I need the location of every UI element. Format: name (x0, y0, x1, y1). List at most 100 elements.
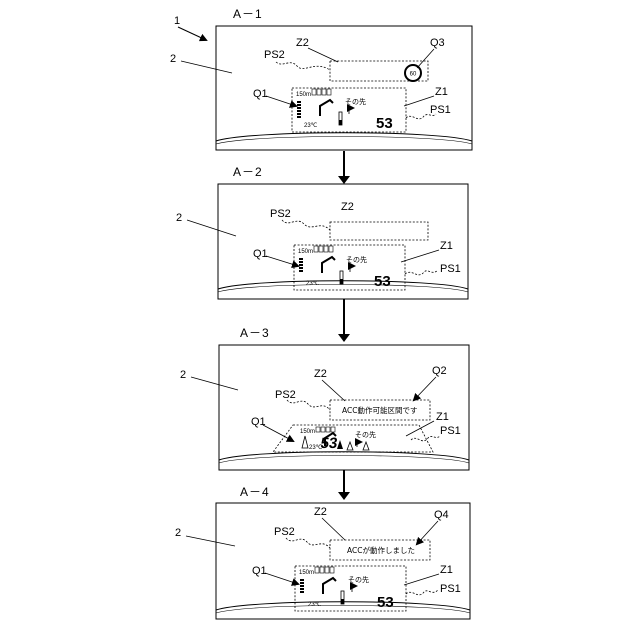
panel-title: A－4 (240, 485, 270, 499)
turn-arrow-icon (357, 442, 361, 447)
path-lower-label: PS1 (430, 104, 451, 116)
distance-bar-icon (299, 258, 303, 272)
distance-bar-icon (297, 101, 301, 118)
lane-guide-icon (312, 89, 331, 95)
temperature-text: 23℃ (304, 123, 318, 129)
region-upper-label: Z2 (314, 368, 327, 380)
region-lower-box (273, 425, 433, 452)
windshield-leader (187, 220, 236, 236)
dashboard-curve-inner (219, 456, 469, 464)
extra-leader (414, 377, 436, 400)
dashboard-curve (219, 452, 469, 460)
region-upper-label: Z2 (341, 201, 354, 213)
turn-road-icon (322, 257, 335, 273)
status-message: ACCが動作しました (347, 545, 415, 555)
flow-arrow-head-3-4 (338, 492, 350, 500)
turn-road-icon (323, 578, 336, 594)
panel-a3: A－3 2 Z2 ACC動作可能区間です PS2 Q2 Z1 PS1 Q1 15… (180, 326, 469, 470)
turn-arrow-icon (349, 108, 353, 114)
speed-value: 53 (377, 594, 394, 611)
extra-label: Q3 (430, 37, 445, 49)
icon-label: Q1 (253, 248, 268, 260)
region-lower-label: Z1 (435, 86, 448, 98)
figure-reference-arrow (178, 27, 206, 40)
distance-text: 150m (298, 249, 313, 255)
panel-a1: A－1 2 Z2 PS2 Q3 60 Z1 PS1 Q1 150m (170, 7, 472, 150)
icon-leader (266, 256, 298, 266)
icon-label: Q1 (251, 416, 266, 428)
distance-text: 150m (296, 92, 311, 98)
instruction-text: その先 (355, 430, 376, 439)
lane-guide-icon (314, 246, 333, 252)
path-lower-label: PS1 (440, 425, 461, 437)
distance-bar-icon (300, 579, 304, 593)
panel-a4: A－4 2 Z2 ACCが動作しました PS2 Q4 Z1 PS1 Q1 150… (175, 485, 470, 619)
icon-leader (265, 573, 298, 584)
turn-arrow-icon (352, 586, 356, 592)
path-lower-wave (405, 270, 438, 275)
lane-guide-icon (316, 427, 335, 432)
path-lower-label: PS1 (440, 263, 461, 275)
region-lower-label: Z1 (440, 240, 453, 252)
path-upper-wave (282, 220, 330, 230)
path-upper-label: PS2 (275, 389, 296, 401)
gauge-fill-icon (340, 279, 343, 284)
gauge-icon (337, 440, 343, 449)
icon-leader (263, 425, 293, 441)
windshield-leader (186, 536, 235, 546)
temperature-text: 23℃ (308, 602, 322, 608)
dashboard-curve-inner (216, 137, 472, 145)
panel-a2: A－2 2 Z2 PS2 Z1 PS1 Q1 150m (176, 165, 468, 299)
distance-text: 150m (299, 570, 314, 576)
dashboard-curve-inner (218, 285, 468, 293)
windshield-label: 2 (176, 212, 182, 224)
turn-arrow-icon (350, 266, 354, 272)
panel-title: A－2 (233, 165, 263, 179)
distance-bar-icon (302, 436, 308, 448)
path-upper-wave (286, 538, 330, 548)
instruction-text: その先 (345, 97, 366, 106)
temperature-text: 23℃ (306, 281, 320, 287)
speed-limit-value: 60 (410, 72, 417, 78)
region-upper-leader (308, 48, 338, 62)
extra-leader (417, 521, 438, 544)
path-upper-wave (287, 400, 330, 410)
extra-leader (417, 49, 434, 68)
dashboard-curve (216, 133, 472, 141)
flow-arrow-head-1-2 (338, 176, 350, 184)
dashboard-curve-inner (216, 606, 470, 614)
turn-road-icon (320, 100, 333, 116)
region-upper-label: Z2 (296, 37, 309, 49)
icon-label: Q1 (252, 565, 267, 577)
path-lower-wave (406, 590, 438, 595)
windshield-label: 2 (180, 369, 186, 381)
path-upper-label: PS2 (270, 208, 291, 220)
speed-value: 53 (376, 115, 393, 132)
instruction-text: その先 (348, 575, 369, 584)
region-lower-label: Z1 (440, 564, 453, 576)
path-upper-label: PS2 (274, 526, 295, 538)
speed-value: 53 (319, 435, 338, 452)
windshield-leader (181, 61, 232, 73)
extra-label: Q2 (432, 365, 447, 377)
windshield-leader (191, 377, 238, 390)
panel-title: A－1 (233, 7, 263, 21)
figure-reference-label: 1 (174, 15, 180, 27)
region-upper-label: Z2 (314, 506, 327, 518)
path-lower-wave (411, 436, 440, 441)
lane-guide-icon (315, 567, 334, 573)
region-upper-box (330, 222, 428, 240)
region-upper-leader (322, 518, 345, 540)
gauge-fill-icon (339, 120, 342, 125)
windshield-label: 2 (175, 527, 181, 539)
panel-title: A－3 (240, 326, 270, 340)
gauge-fill-icon (341, 599, 344, 604)
extra-label: Q4 (434, 509, 449, 521)
icon-label: Q1 (253, 88, 268, 100)
speed-value: 53 (374, 273, 391, 290)
path-upper-label: PS2 (264, 49, 285, 61)
region-upper-leader (322, 380, 345, 401)
lane-mark-icon (347, 442, 353, 450)
region-lower-leader (404, 574, 439, 585)
